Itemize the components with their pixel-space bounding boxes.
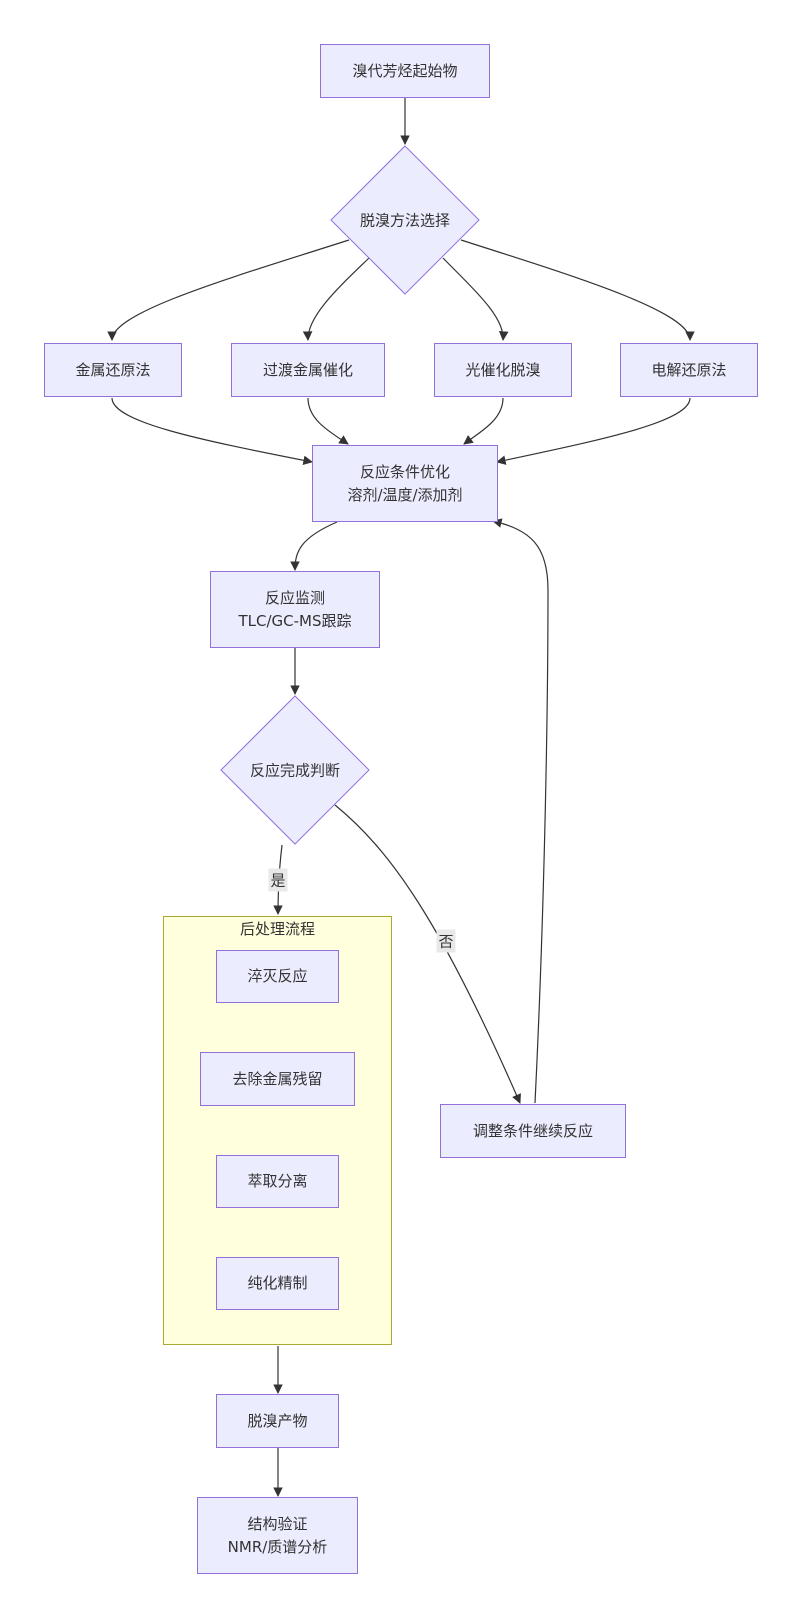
node-adjust[interactable]: 调整条件继续反应 [440, 1104, 626, 1158]
node-purification[interactable]: 纯化精制 [216, 1257, 339, 1310]
node-label-line2: 溶剂/温度/添加剂 [347, 485, 463, 504]
node-label: 过渡金属催化 [262, 360, 353, 379]
node-label: 光催化脱溴 [465, 360, 541, 379]
node-electrolysis[interactable]: 电解还原法 [620, 343, 758, 397]
node-label-line2: TLC/GC-MS跟踪 [238, 611, 352, 630]
node-label-line1: 反应监测 [264, 588, 325, 607]
node-start[interactable]: 溴代芳烃起始物 [320, 44, 490, 98]
node-label: 电解还原法 [651, 360, 727, 379]
node-photocatalysis[interactable]: 光催化脱溴 [434, 343, 572, 397]
node-label: 淬灭反应 [247, 967, 308, 985]
edge-choose-m4 [460, 239, 695, 341]
node-label-line1: 反应条件优化 [359, 462, 450, 481]
node-transition-metal[interactable]: 过渡金属催化 [231, 343, 385, 397]
edge-m1-opt [111, 397, 313, 466]
edge-choose-m3 [442, 257, 509, 341]
edge-check-adjust [334, 804, 521, 1104]
node-label: 调整条件继续反应 [472, 1121, 593, 1140]
node-label-line1: 结构验证 [247, 1514, 308, 1533]
node-label: 纯化精制 [247, 1274, 308, 1292]
node-optimize[interactable]: 反应条件优化 溶剂/温度/添加剂 [312, 445, 498, 522]
edge-m3-opt [463, 397, 504, 445]
edge-label-yes: 是 [268, 868, 288, 892]
decision-shape-choose [330, 145, 480, 295]
edge-choose-m1 [107, 239, 350, 341]
edge-choose-m2 [302, 257, 370, 341]
node-label: 去除金属残留 [232, 1069, 323, 1088]
edge-opt-mon [290, 521, 338, 571]
edge-m2-opt [307, 397, 349, 445]
node-monitor[interactable]: 反应监测 TLC/GC-MS跟踪 [210, 571, 380, 648]
node-label: 脱溴产物 [247, 1411, 308, 1430]
edge-m4-opt [496, 397, 691, 465]
node-label-line2: NMR/质谱分析 [227, 1537, 328, 1556]
node-extraction[interactable]: 萃取分离 [216, 1155, 339, 1208]
node-label: 萃取分离 [247, 1172, 308, 1190]
edge-label-no: 否 [436, 929, 456, 953]
node-label: 溴代芳烃起始物 [352, 61, 458, 80]
decision-label-check[interactable]: 反应完成判断 [249, 761, 341, 780]
node-verify[interactable]: 结构验证 NMR/质谱分析 [197, 1497, 358, 1574]
node-label: 金属还原法 [75, 360, 151, 379]
node-product[interactable]: 脱溴产物 [216, 1394, 339, 1448]
node-quench[interactable]: 淬灭反应 [216, 950, 339, 1003]
decision-label-choose[interactable]: 脱溴方法选择 [359, 211, 451, 230]
decision-shape-check [220, 695, 370, 845]
cluster-title: 后处理流程 [239, 920, 315, 938]
node-metal-reduction[interactable]: 金属还原法 [44, 343, 182, 397]
node-remove-metal[interactable]: 去除金属残留 [200, 1052, 355, 1106]
edge-adjust-opt [492, 518, 549, 1104]
